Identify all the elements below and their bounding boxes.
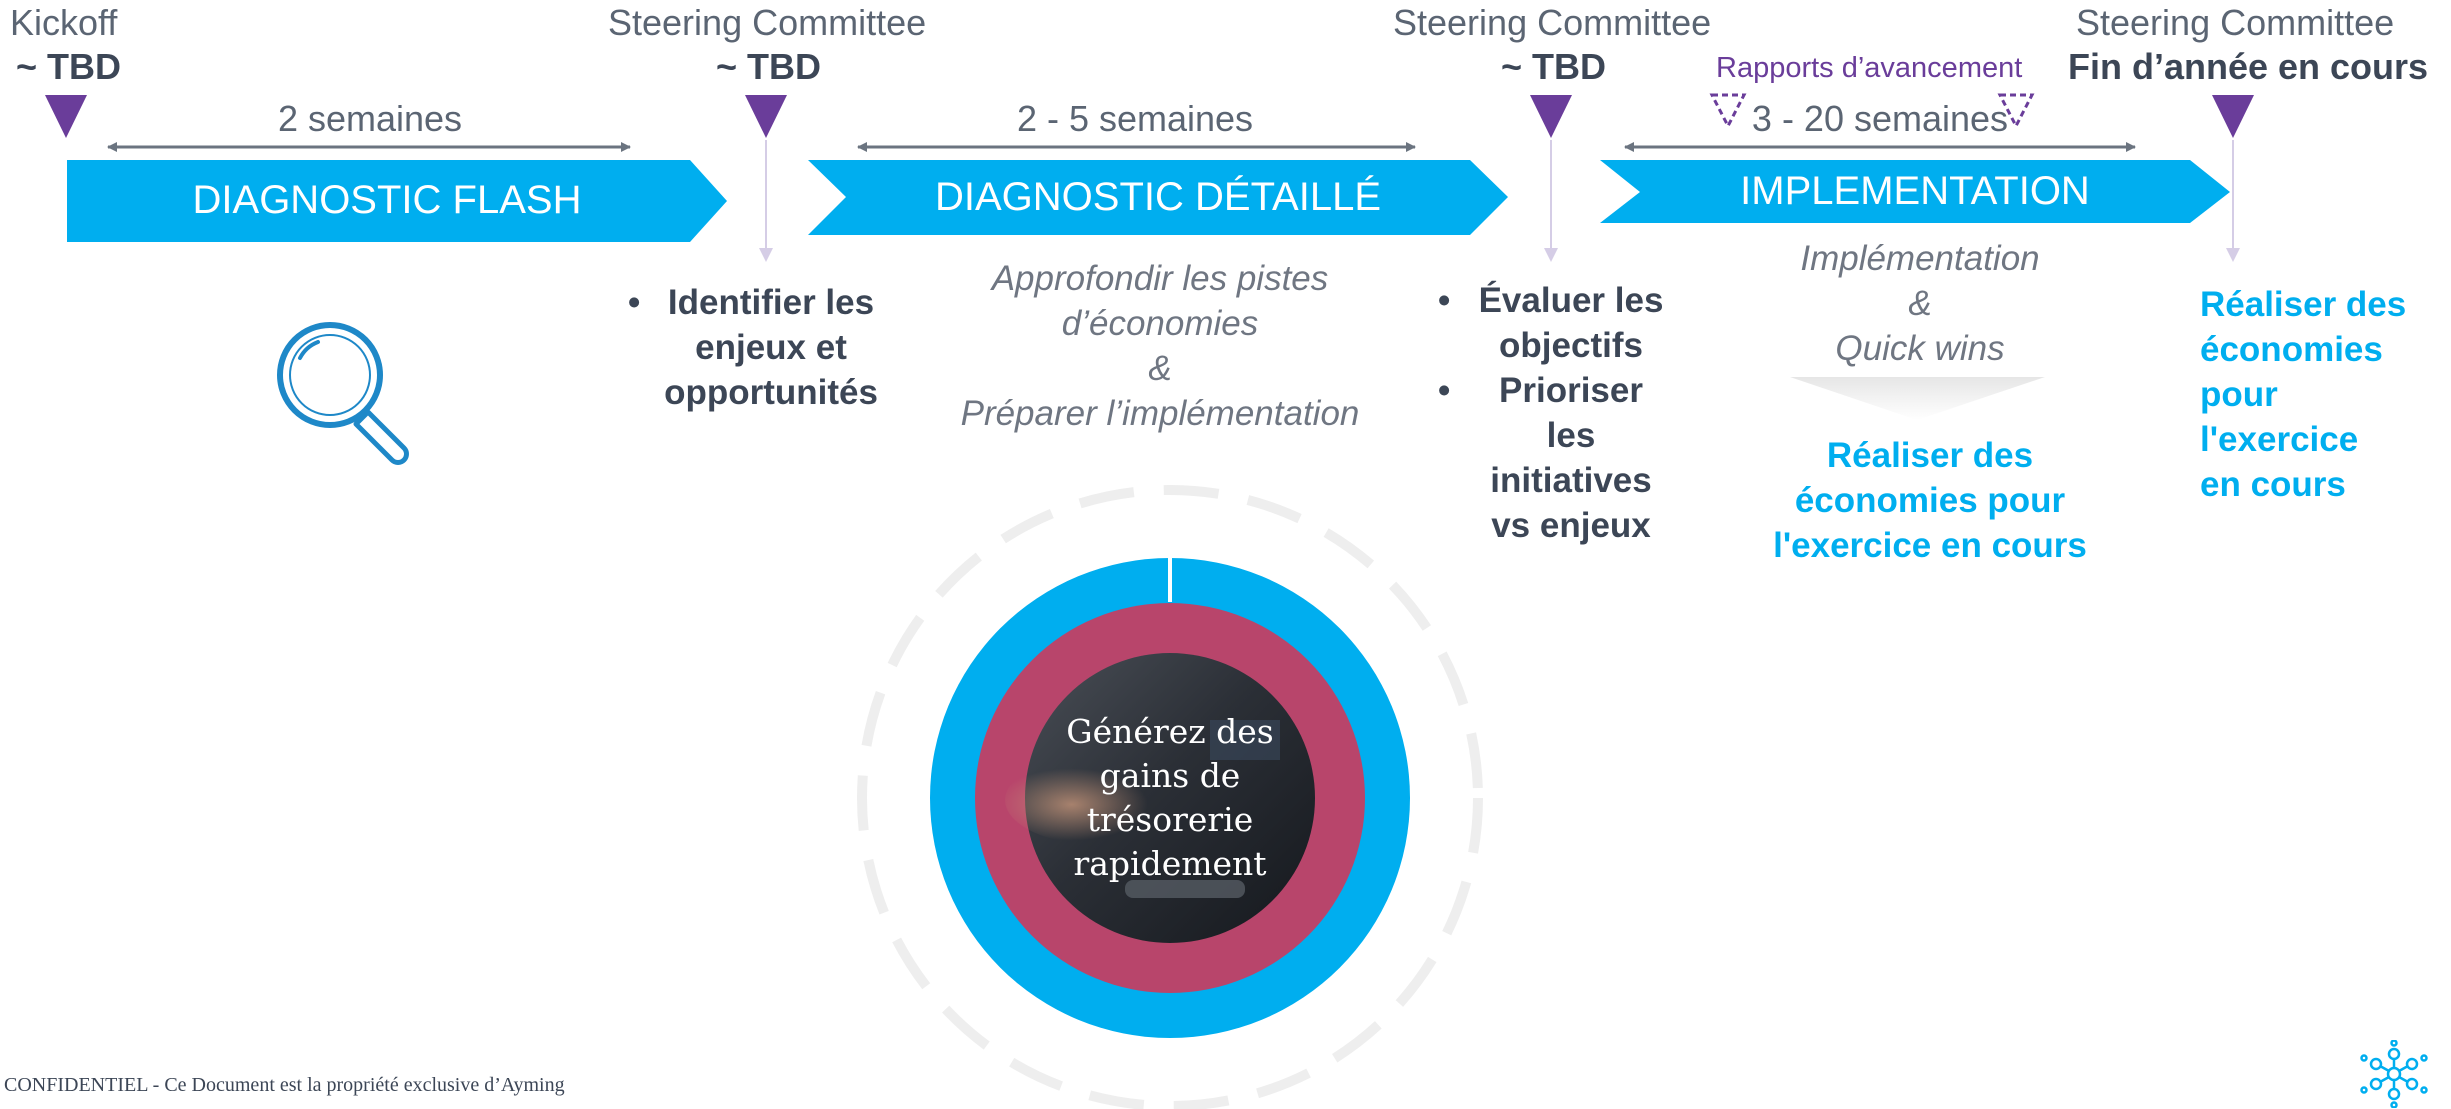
description-line: &	[1148, 349, 1172, 388]
steering2-bullet-list: •Évaluer les objectifs •Prioriser les in…	[1438, 278, 1668, 548]
milestone-marker-steering-1	[745, 95, 787, 138]
description-line: &	[1908, 284, 1932, 323]
result-line: en cours	[2200, 465, 2346, 504]
bullet-text: Identifier les enjeux et opportunités	[664, 283, 878, 412]
milestone-title-kickoff: Kickoff	[10, 2, 118, 43]
duration-label-flash: 2 semaines	[277, 98, 463, 139]
phase-label-diagnostic-flash: DIAGNOSTIC FLASH	[192, 178, 582, 222]
description-line: Approfondir les pistes	[991, 259, 1329, 298]
result-line: l'exercice en cours	[1773, 526, 2087, 565]
progress-reports-label: Rapports d’avancement	[1716, 52, 2023, 84]
milestone-title-steering-1: Steering Committee	[608, 2, 927, 43]
milestone-date-kickoff: ~ TBD	[16, 46, 122, 87]
implementation-result: Réaliser des économies pour l'exercice e…	[1760, 433, 2100, 568]
phase-chevron-diagnostic-detaille	[808, 160, 1508, 235]
center-line: gains de	[1099, 756, 1241, 795]
milestone-marker-steering-2	[1530, 95, 1572, 138]
magnifier-icon	[277, 322, 409, 465]
result-line: économies	[2200, 330, 2383, 369]
description-line: d’économies	[1061, 304, 1259, 343]
bullet-item: •Prioriser les initiatives vs enjeux	[1438, 368, 1668, 548]
steering1-bullet-list: •Identifier les enjeux et opportunités	[628, 280, 878, 415]
result-line: économies pour	[1794, 481, 2066, 520]
milestone-marker-kickoff	[45, 95, 87, 138]
phase-label-implementation: IMPLEMENTATION	[1740, 169, 2090, 213]
milestone-title-steering-2: Steering Committee	[1393, 2, 1712, 43]
implementation-description: Implémentation & Quick wins	[1770, 236, 2070, 371]
description-line: Implémentation	[1800, 239, 2040, 278]
bullet-text: Évaluer les objectifs	[1478, 281, 1664, 365]
milestone-date-steering-2: ~ TBD	[1501, 46, 1607, 87]
milestone-date-steering-1: ~ TBD	[716, 46, 822, 87]
phase-chevron-implementation	[1600, 160, 2230, 223]
dashed-outer-ring	[857, 485, 1483, 1109]
result-line: pour l'exercice	[2200, 375, 2359, 459]
confidential-notice: CONFIDENTIEL - Ce Document est la propri…	[4, 1074, 565, 1096]
milestone-date-steering-3: Fin d’année en cours	[2068, 46, 2429, 87]
duration-label-detaille: 2 - 5 semaines	[1016, 98, 1254, 139]
milestone-marker-steering-3	[2212, 95, 2254, 138]
center-line: trésorerie	[1086, 800, 1254, 839]
ayming-snowflake-logo-icon	[2360, 1040, 2428, 1108]
detail-phase-description: Approfondir les pistes d’économies & Pré…	[900, 256, 1420, 436]
result-line: Réaliser des	[1826, 436, 2034, 475]
bullet-item: •Identifier les enjeux et opportunités	[628, 280, 878, 415]
center-line: Générez des	[1066, 712, 1274, 751]
final-result: Réaliser des économies pour l'exercice e…	[2200, 282, 2445, 507]
description-line: Quick wins	[1835, 329, 2005, 368]
description-line: Préparer l’implémentation	[960, 394, 1360, 433]
dashed-triangle-marker-icon	[1709, 93, 1747, 130]
bullet-text: Prioriser les initiatives vs enjeux	[1490, 371, 1652, 545]
bullet-item: •Évaluer les objectifs	[1438, 278, 1668, 368]
dashed-triangle-marker-icon	[1997, 93, 2035, 130]
phase-chevron-diagnostic-flash	[67, 160, 727, 242]
milestone-title-steering-3: Steering Committee	[2076, 2, 2395, 43]
fade-arrow-shape	[1790, 377, 2045, 420]
center-line: rapidement	[1073, 844, 1267, 883]
result-line: Réaliser des	[2200, 285, 2407, 324]
center-circle-text: Générez des gains de trésorerie rapideme…	[1030, 710, 1310, 886]
duration-label-implementation: 3 - 20 semaines	[1751, 98, 2009, 139]
phase-label-diagnostic-detaille: DIAGNOSTIC DÉTAILLÉ	[934, 175, 1381, 219]
